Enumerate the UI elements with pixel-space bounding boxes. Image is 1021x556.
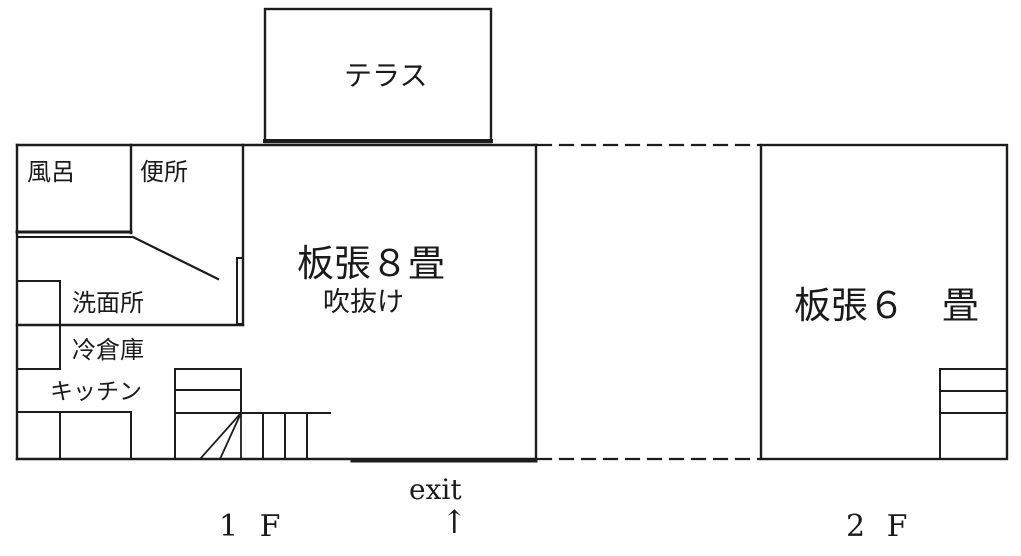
- living-room-label: 板張８畳: [297, 242, 445, 285]
- floor2-label: 2 F: [846, 509, 914, 544]
- exit-arrow-icon: ↑: [441, 503, 468, 541]
- floor2-outline: [759, 143, 1009, 461]
- stair-winder-2: [218, 411, 243, 461]
- sliding-door-panel: [236, 257, 244, 325]
- terrace-label: テラス: [344, 59, 428, 92]
- toilet-door-swing: [131, 235, 220, 281]
- washroom-cabinet: [16, 280, 61, 326]
- toilet-label: 便所: [140, 158, 188, 186]
- bath-label: 風呂: [27, 158, 75, 186]
- stair-winder-1: [198, 411, 243, 461]
- floor2-room-label: 板張６ 畳: [794, 284, 979, 327]
- exit-label: exit: [409, 473, 462, 506]
- fridge-cabinet: [16, 324, 61, 370]
- fridge-label: 冷倉庫: [72, 336, 144, 364]
- kitchen-label: キッチン: [50, 379, 142, 405]
- atrium-label: 吹抜け: [323, 287, 404, 318]
- floor1-label: 1 F: [219, 509, 287, 544]
- washroom-label: 洗面所: [72, 289, 144, 317]
